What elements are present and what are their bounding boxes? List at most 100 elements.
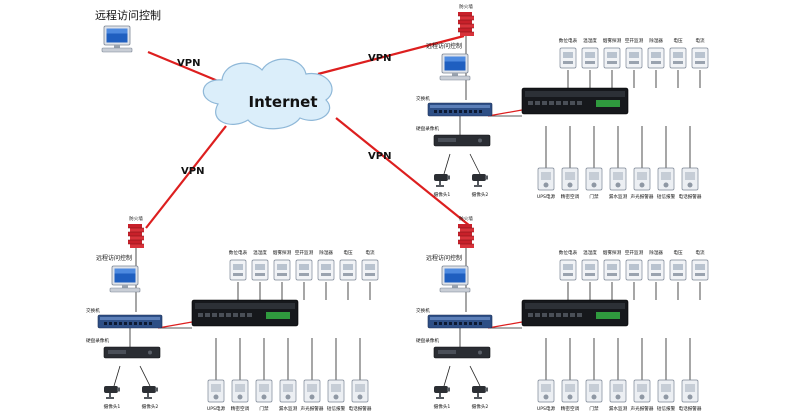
site-right-device-icon bbox=[657, 379, 675, 403]
site-right-lan-links bbox=[443, 248, 701, 387]
site-left-device-icon bbox=[207, 379, 225, 403]
site-right-bottom-device-label: 精密空调 bbox=[561, 405, 580, 411]
site-left-top-device-label: 温湿度 bbox=[253, 249, 267, 256]
site-left-device-icon bbox=[279, 379, 297, 403]
internet-cloud: Internet bbox=[202, 58, 333, 130]
site-left-firewall-label: 防火墙 bbox=[129, 215, 143, 222]
site-left-sensor-icon bbox=[295, 259, 313, 281]
site-right-firewall-icon bbox=[457, 223, 475, 249]
site-right-firewall-label: 防火墙 bbox=[459, 215, 473, 222]
site-top-bottom-device-label: 门禁 bbox=[589, 193, 599, 200]
site-left-camera2-icon bbox=[142, 386, 158, 399]
site-top-camera2-icon bbox=[472, 174, 488, 187]
site-left-monitor-icon bbox=[109, 265, 141, 293]
site-top-top-device-label: 烟雾探测 bbox=[603, 37, 622, 44]
site-right-sensor-icon bbox=[691, 259, 709, 281]
site-top-sensor-icon bbox=[669, 47, 687, 69]
site-left-site-title: 远程访问控制 bbox=[96, 254, 132, 262]
site-top-site-title: 远程访问控制 bbox=[426, 42, 462, 50]
site-top-sensor-icon bbox=[603, 47, 621, 69]
site-top-bottom-device-label: 声光报警器 bbox=[631, 193, 654, 200]
site-top-top-device-label: 温湿度 bbox=[583, 37, 597, 44]
site-left-bottom-device-label: 门禁 bbox=[259, 405, 269, 411]
site-top-device-icon bbox=[633, 167, 651, 191]
site-right-switch-label: 交换机 bbox=[416, 307, 430, 314]
site-top-sensor-icon bbox=[691, 47, 709, 69]
site-top-bottom-device-label: 短信报警 bbox=[657, 193, 676, 200]
site-left-switch-label: 交换机 bbox=[86, 307, 100, 314]
vpn-label-site-right: VPN bbox=[368, 151, 391, 162]
site-left-bottom-device-label: 声光报警器 bbox=[301, 405, 324, 411]
site-left-bottom-device-label: 短信报警 bbox=[327, 405, 346, 411]
site-right-device-icon bbox=[609, 379, 627, 403]
site-left-device-icon bbox=[327, 379, 345, 403]
site-left-sensor-icon bbox=[229, 259, 247, 281]
site-right-nvr-icon bbox=[433, 346, 491, 359]
site-top-top-device-label: 空开监测 bbox=[625, 37, 644, 44]
site-right-bottom-device-label: 漏水监测 bbox=[609, 405, 628, 411]
site-right-bottom-device-label: 声光报警器 bbox=[631, 405, 654, 411]
site-left-device-icon bbox=[255, 379, 273, 403]
site-top-device-icon bbox=[609, 167, 627, 191]
site-right-top-device-label: 烟雾探测 bbox=[603, 249, 622, 256]
site-top-firewall-label: 防火墙 bbox=[459, 3, 473, 10]
vpn-label-site-top: VPN bbox=[368, 53, 391, 64]
site-right-sensor-icon bbox=[647, 259, 665, 281]
site-left-camera1-icon bbox=[104, 386, 120, 399]
site-top-top-device-label: 电流 bbox=[695, 37, 705, 44]
site-right-device-icon bbox=[561, 379, 579, 403]
site-top-sensor-icon bbox=[625, 47, 643, 69]
site-right-bottom-device-label: 电话报警器 bbox=[679, 405, 702, 411]
remote-access-title: 远程访问控制 bbox=[95, 8, 161, 22]
site-left-firewall-icon bbox=[127, 223, 145, 249]
site-left-controller-icon bbox=[191, 299, 299, 327]
site-left-top-device-label: 烟雾探测 bbox=[273, 249, 292, 256]
site-left-lan-links bbox=[113, 248, 371, 387]
site-right-top-device-label: 除湿器 bbox=[649, 249, 663, 256]
site-left-sensor-icon bbox=[317, 259, 335, 281]
site-left-camera2-label: 摄像头2 bbox=[142, 403, 159, 410]
site-top-sensor-icon bbox=[647, 47, 665, 69]
site-left-device-icon bbox=[231, 379, 249, 403]
site-right-top-device-label: 温湿度 bbox=[583, 249, 597, 256]
site-left-bottom-device-label: 精密空调 bbox=[231, 405, 250, 411]
site-top-nvr-icon bbox=[433, 134, 491, 147]
site-left-sensor-icon bbox=[361, 259, 379, 281]
site-top-bottom-device-label: 电话报警器 bbox=[679, 193, 702, 200]
site-left-top-device-label: 除湿器 bbox=[319, 249, 333, 256]
site-right-device-icon bbox=[633, 379, 651, 403]
site-top-bottom-device-label: 精密空调 bbox=[561, 193, 580, 200]
site-right-top-device-label: 数位电表 bbox=[559, 249, 578, 256]
site-left-sensor-icon bbox=[273, 259, 291, 281]
site-top-nvr-label: 硬盘录像机 bbox=[416, 125, 439, 132]
site-top-device-icon bbox=[681, 167, 699, 191]
site-top-bottom-device-label: UPS电源 bbox=[537, 193, 556, 200]
site-top-firewall-icon bbox=[457, 11, 475, 37]
site-right-nvr-label: 硬盘录像机 bbox=[416, 337, 439, 344]
site-right-monitor-icon bbox=[439, 265, 471, 293]
site-right-top-device-label: 电压 bbox=[673, 249, 683, 256]
site-right-sensor-icon bbox=[559, 259, 577, 281]
site-left-bottom-device-label: UPS电源 bbox=[207, 405, 226, 411]
site-right-controller-icon bbox=[521, 299, 629, 327]
site-top-top-device-label: 数位电表 bbox=[559, 37, 578, 44]
remote-access-pc: 远程访问控制 bbox=[95, 8, 161, 53]
site-top-bottom-device-label: 漏水监测 bbox=[609, 193, 628, 200]
site-top-switch-icon bbox=[427, 102, 493, 117]
site-right-site-title: 远程访问控制 bbox=[426, 254, 462, 262]
site-top-top-device-label: 除湿器 bbox=[649, 37, 663, 44]
site-left-top-device-label: 电流 bbox=[365, 249, 375, 256]
site-top-device-icon bbox=[657, 167, 675, 191]
site-right-camera1-icon bbox=[434, 386, 450, 399]
site-left-camera1-label: 摄像头1 bbox=[104, 403, 121, 410]
site-top-camera2-label: 摄像头2 bbox=[472, 191, 489, 198]
vpn-label-site-left: VPN bbox=[181, 166, 204, 177]
site-right-bottom-device-label: 短信报警 bbox=[657, 405, 676, 411]
site-top-device-icon bbox=[561, 167, 579, 191]
site-right-sensor-icon bbox=[669, 259, 687, 281]
site-top-device-icon bbox=[537, 167, 555, 191]
site-left-device-icon bbox=[303, 379, 321, 403]
site-top-monitor-icon bbox=[439, 53, 471, 81]
site-right-device-icon bbox=[585, 379, 603, 403]
